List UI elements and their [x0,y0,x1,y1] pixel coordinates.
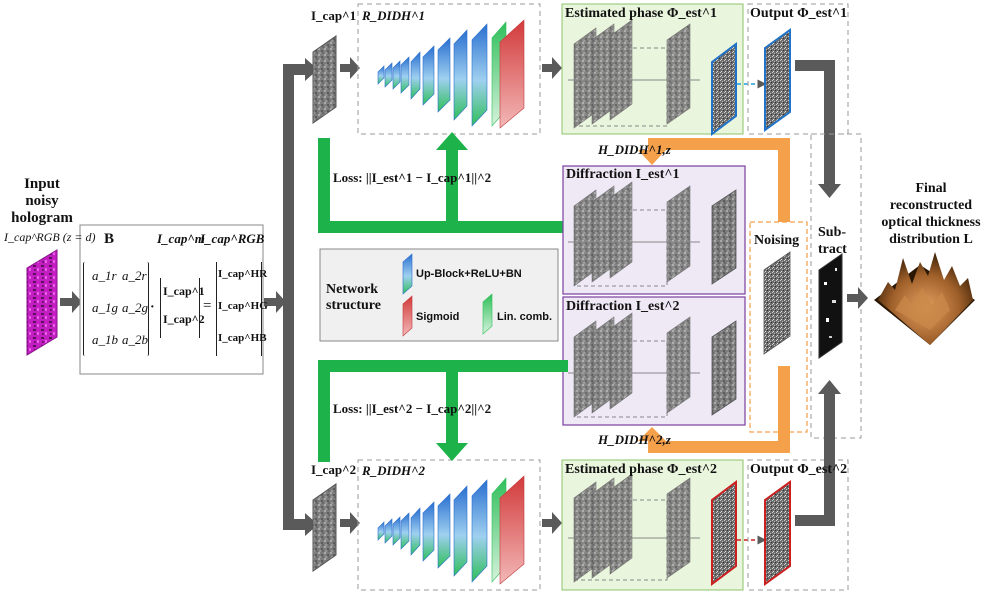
icap2-arrow [340,512,360,534]
final-label: Final reconstructed optical thickness di… [864,180,998,248]
legend-item-lincomb: Lin. comb. [497,311,552,323]
input-hologram-image [26,249,58,356]
network1-box [357,3,541,135]
final-label-line: distribution L [889,232,973,247]
noising-label: Noising [754,233,800,248]
output2-image [764,480,791,586]
legend-upblock-swatch [402,253,413,295]
matrix-irgb-label: I_cap^RGB [200,231,265,246]
input-title-line: Input [24,176,60,192]
h1-label: H_DIDH^1,z [598,142,671,157]
network1-arrow [542,57,562,79]
final-label-line: optical thickness [881,215,981,230]
legend-title: Network structure [326,282,381,314]
coeff-cell: a_1g [92,300,118,315]
est-phase1-stack [568,19,737,136]
input-title: Input noisy hologram [2,176,82,227]
h1-arrow [638,138,790,242]
network2-label: R_DIDH^2 [362,463,426,478]
loss1-loop [318,132,568,233]
icap2-label: I_cap^2 [311,462,357,477]
icap2-image [312,483,337,572]
input-arrow [60,291,82,313]
coeff-cell: a_2b [122,332,148,347]
legend-box [319,248,559,342]
equals-sign: = [203,298,212,314]
coeff-cell: a_1b [92,332,118,347]
final-surface-image [874,252,975,345]
diffraction1-label: Diffraction I_est^1 [566,167,680,182]
coeff-cell: a_2r [122,268,147,283]
split-arrows [283,58,318,536]
output1-label: Output Φ_est^1 [750,6,848,21]
final-label-line: Final [915,181,947,196]
input-title-line: hologram [11,210,73,226]
vec-matrix: I_cap^1 I_cap^2 [160,278,205,338]
input-formula: I_cap^RGB (z = d) [4,230,96,244]
matrix-box [79,224,264,375]
legend-sigmoid-swatch [402,295,413,337]
diffraction2-label: Diffraction I_est^2 [566,299,680,314]
out-matrix: I_cap^HR I_cap^HG I_cap^HB [216,262,268,356]
subtract-image [818,253,843,359]
coeff-cell: a_1r [92,268,117,283]
matrix-out-arrow [264,291,286,313]
output1-box [747,3,849,135]
out-cell: I_cap^HB [218,332,267,344]
icap1-arrow [340,57,360,79]
subtract-box [810,133,862,439]
legend-lincomb-swatch [482,293,493,335]
input-title-line: noisy [25,193,59,209]
subtract-label: Sub- tract [818,224,847,258]
loss2-label: Loss: ||I_est^2 − I_cap^2||^2 [333,401,492,416]
coeff-matrix: a_1r a_2r a_1g a_2g a_1b a_2b [83,262,149,356]
output2-box [747,459,849,591]
output1-to-subtract-arrow [795,60,841,198]
icap1-image [312,35,337,124]
diffraction1-stack [568,181,737,287]
loss1-label: Loss: ||I_est^1 − I_cap^1||^2 [333,170,492,185]
network1-layers [377,19,525,129]
legend-title-line: Network [326,282,379,297]
network2-arrow [542,512,562,534]
vec-cell: I_cap^1 [163,284,205,298]
network2-box [357,459,541,591]
vec-cell: I_cap^2 [163,312,205,326]
subtract-label-line: tract [818,242,847,257]
legend-title-line: structure [326,298,381,313]
noising-image [763,251,791,355]
matrix-b-label: B [104,231,115,247]
out-cell: I_cap^HR [218,268,268,280]
legend-item-sigmoid: Sigmoid [416,311,460,323]
coeff-cell: a_2g [122,300,148,315]
final-label-line: reconstructed [889,198,973,213]
h2-label: H_DIDH^2,z [598,432,671,447]
est-phase1-label: Estimated phase Φ_est^1 [565,6,717,21]
h2-arrow [638,366,790,453]
loss2-loop [318,360,568,462]
diffraction2-stack [568,312,737,418]
legend-item-upblock: Up-Block+ReLU+BN [416,268,522,280]
subtract-label-line: Sub- [818,225,847,240]
output2-to-subtract-arrow [795,380,841,526]
icap1-label: I_cap^1 [311,8,357,23]
network1-label: R_DIDH^1 [362,8,426,23]
dot-operator: · [150,300,155,315]
subtract-to-final-arrow [847,287,868,309]
out-cell: I_cap^HG [218,300,268,312]
matrix-im-label: I_cap^m [157,231,205,246]
est-phase2-label: Estimated phase Φ_est^2 [565,462,717,477]
output2-label: Output Φ_est^2 [750,462,848,477]
network2-layers [377,475,525,585]
est-phase2-stack [568,473,737,586]
output1-image [764,28,791,132]
